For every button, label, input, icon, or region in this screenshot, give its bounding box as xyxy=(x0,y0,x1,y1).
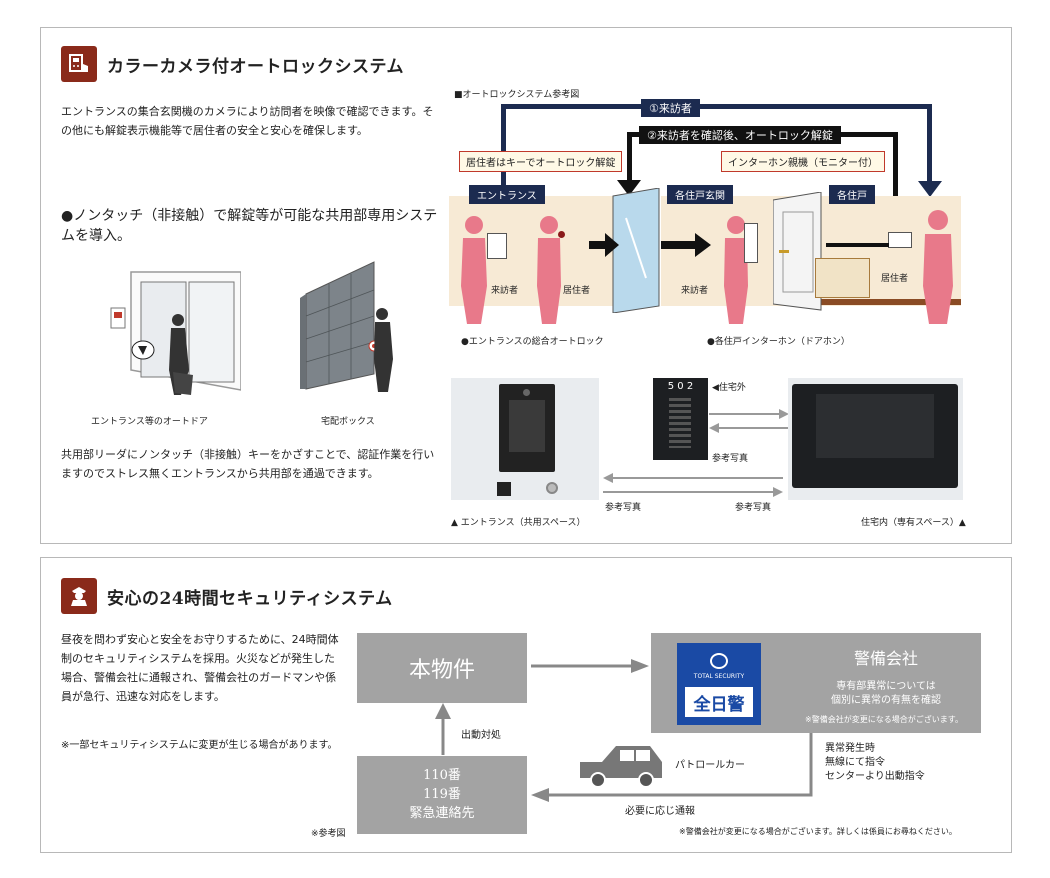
security-company-box: TOTAL SECURITY 全日警 警備会社 専有部異常については 個別に異常… xyxy=(651,633,981,733)
zennikkei-logo: TOTAL SECURITY 全日警 xyxy=(677,643,761,725)
security-heading: 安心の24時間セキュリティシステム xyxy=(61,578,393,614)
cabinet xyxy=(815,258,870,298)
key-cylinder-icon xyxy=(546,482,558,494)
door-intercom-photo: 5 0 2 xyxy=(653,378,708,460)
patrol-car-icon xyxy=(580,746,662,788)
autolock-panel: カラーカメラ付オートロックシステム エントランスの集合玄関機のカメラにより訪問者… xyxy=(40,27,1012,544)
emergency-110: 110番 xyxy=(423,768,461,783)
intercom-icon xyxy=(61,46,97,82)
alarm-2: 無線にて指令 xyxy=(825,757,885,768)
room-monitor-device xyxy=(792,384,958,488)
glass-door xyxy=(612,188,660,313)
arrow-to-security xyxy=(531,659,649,673)
intercom-monitor xyxy=(888,232,912,248)
ref-photo-3: 参考写真 xyxy=(735,503,772,513)
guard-icon xyxy=(61,578,97,614)
flow-arrow-2 xyxy=(617,180,641,196)
auto-door-caption: エントランス等のオートドア xyxy=(91,417,208,427)
autolock-title: カラーカメラ付オートロックシステム xyxy=(107,56,404,77)
monitor-line xyxy=(826,243,889,247)
visitor-figure-1 xyxy=(461,216,487,324)
tag-entrance: エントランス xyxy=(469,185,545,204)
keypad xyxy=(669,398,691,448)
entrance-unit-screen xyxy=(509,400,545,452)
room-monitor-screen xyxy=(816,394,934,458)
visitor-figure-2 xyxy=(724,216,748,324)
property-box: 本物件 xyxy=(357,633,527,703)
auto-door-illustration xyxy=(110,271,241,395)
intercom-caption: ●各住戸インターホン（ドアホン） xyxy=(707,337,850,347)
entrance-photo-caption: ▲ エントランス（共用スペース） xyxy=(451,518,586,528)
emergency-contact: 緊急連絡先 xyxy=(409,806,475,821)
logo-name: 全日警 xyxy=(685,687,753,717)
reader-icon xyxy=(497,482,511,496)
resident-figure-1 xyxy=(537,216,561,324)
delivery-box-caption: 宅配ボックス xyxy=(321,417,375,427)
return-line xyxy=(531,733,813,802)
security-title: 安心の24時間セキュリティシステム xyxy=(107,588,393,609)
entrance-unit-photo xyxy=(451,378,599,500)
exchange-arrows-2 xyxy=(603,473,783,497)
arrow-right-1 xyxy=(589,233,619,257)
emergency-box: 110番 119番 緊急連絡先 xyxy=(357,756,527,834)
report-label: 必要に応じ通報 xyxy=(625,806,695,817)
logo-mark xyxy=(710,653,728,669)
diagram-title: ■オートロックシステム参考図 xyxy=(454,90,580,100)
unit-floor xyxy=(821,299,961,305)
emergency-119: 119番 xyxy=(423,787,461,802)
flow-line-2-right xyxy=(893,132,898,232)
touchless-body: 共用部リーダにノンタッチ（非接触）キーをかざすことで、認証作業を行いますのでスト… xyxy=(61,448,435,480)
visitor-label-1: 来訪者 xyxy=(491,286,519,296)
alarm-3: センターより出動指令 xyxy=(825,771,925,782)
patrol-label: パトロールカー xyxy=(675,760,745,771)
door-number: 5 0 2 xyxy=(667,381,694,392)
ref-photo-1: 参考写真 xyxy=(712,454,749,464)
logo-tagline: TOTAL SECURITY xyxy=(693,673,745,680)
unit-door xyxy=(773,192,822,311)
ref-figure-note: ※参考図 xyxy=(311,829,346,839)
tag-door: 各住戸玄関 xyxy=(667,185,733,204)
entrance-unit-device xyxy=(499,384,555,472)
alarm-1: 異常発生時 xyxy=(825,743,875,754)
entrance-panel xyxy=(487,233,507,259)
flow-arrow-1 xyxy=(918,181,942,197)
intercom-note: インターホン親機（モニター付） xyxy=(721,151,885,172)
security-note: ※一部セキュリティシステムに変更が生じる場合があります。 xyxy=(61,740,338,751)
touchless-subheading: ●ノンタッチ（非接触）で解錠等が可能な共用部専用システムを導入。 xyxy=(61,208,438,244)
flow-line-2-left xyxy=(627,132,632,182)
door-intercom xyxy=(744,223,758,263)
sec-change-note: ※警備会社が変更になる場合がございます。 xyxy=(805,715,963,724)
exchange-arrows-1 xyxy=(709,409,789,433)
flow-line-1 xyxy=(501,104,931,109)
sec-desc-2: 個別に異常の有無を確認 xyxy=(831,695,941,706)
flow-label-2: ②来訪者を確認後、オートロック解錠 xyxy=(639,126,841,144)
security-company-name: 警備会社 xyxy=(853,649,918,668)
footer-note: ※警備会社が変更になる場合がございます。詳しくは係員にお尋ねください。 xyxy=(679,827,957,836)
sec-desc-1: 専有部異常については xyxy=(836,681,936,692)
key-reader-dot xyxy=(558,231,565,238)
resident-label-2: 居住者 xyxy=(881,274,909,284)
flow-line-1-right xyxy=(927,104,932,182)
security-panel: 安心の24時間セキュリティシステム 昼夜を問わず安心と安全をお守りするために、2… xyxy=(40,557,1012,853)
delivery-box-illustration xyxy=(300,261,393,392)
arrow-up-dispatch xyxy=(435,703,451,755)
flow-label-1: ①来訪者 xyxy=(641,99,700,117)
visitor-label-2: 来訪者 xyxy=(681,286,709,296)
autolock-heading: カラーカメラ付オートロックシステム xyxy=(61,46,404,82)
resident-label-1: 居住者 xyxy=(563,286,591,296)
arrow-right-2 xyxy=(661,233,711,257)
resident-key-note: 居住者はキーでオートロック解錠 xyxy=(459,151,623,172)
room-monitor-photo xyxy=(788,378,963,500)
outside-label: ◀住宅外 xyxy=(712,383,746,393)
dispatch-label: 出動対処 xyxy=(461,730,501,741)
autolock-intro: エントランスの集合玄関機のカメラにより訪問者を映像で確認できます。その他にも解錠… xyxy=(61,105,434,137)
security-intro: 昼夜を問わず安心と安全をお守りするために、24時間体制のセキュリティシステムを採… xyxy=(61,633,339,703)
ref-photo-2: 参考写真 xyxy=(605,503,642,513)
camera-icon xyxy=(523,389,530,396)
resident-figure-2 xyxy=(923,210,953,324)
room-photo-caption: 住宅内（専有スペース）▲ xyxy=(861,518,966,528)
tag-unit: 各住戸 xyxy=(829,185,875,204)
entrance-caption: ●エントランスの総合オートロック xyxy=(461,337,604,347)
